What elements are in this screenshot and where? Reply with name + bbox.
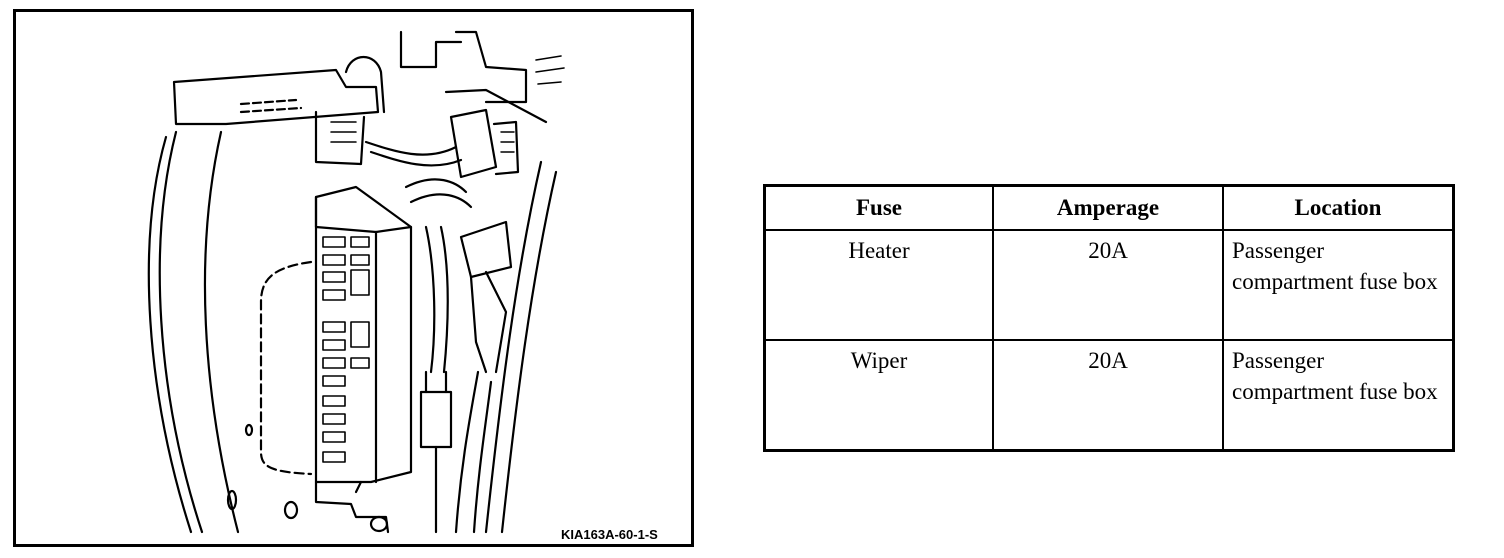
- cell-amperage: 20A: [992, 339, 1224, 452]
- fuse-box-drawing: [147, 30, 565, 534]
- cell-fuse: Wiper: [763, 339, 994, 452]
- header-location: Location: [1222, 184, 1455, 231]
- fuse-box-illustration: KIA163A-60-1-S: [13, 9, 694, 547]
- header-amperage: Amperage: [992, 184, 1224, 231]
- table-row: Heater 20A Passenger compartment fuse bo…: [763, 229, 1455, 341]
- cell-location: Passenger compartment fuse box: [1222, 339, 1455, 452]
- fuse-table: Fuse Amperage Location Heater 20A Passen…: [763, 184, 1455, 452]
- figure-id-label: KIA163A-60-1-S: [561, 527, 658, 542]
- cell-location: Passenger compartment fuse box: [1222, 229, 1455, 341]
- cell-fuse: Heater: [763, 229, 994, 341]
- table-header-row: Fuse Amperage Location: [763, 184, 1455, 231]
- cell-amperage: 20A: [992, 229, 1224, 341]
- header-fuse: Fuse: [763, 184, 994, 231]
- table-row: Wiper 20A Passenger compartment fuse box: [763, 339, 1455, 452]
